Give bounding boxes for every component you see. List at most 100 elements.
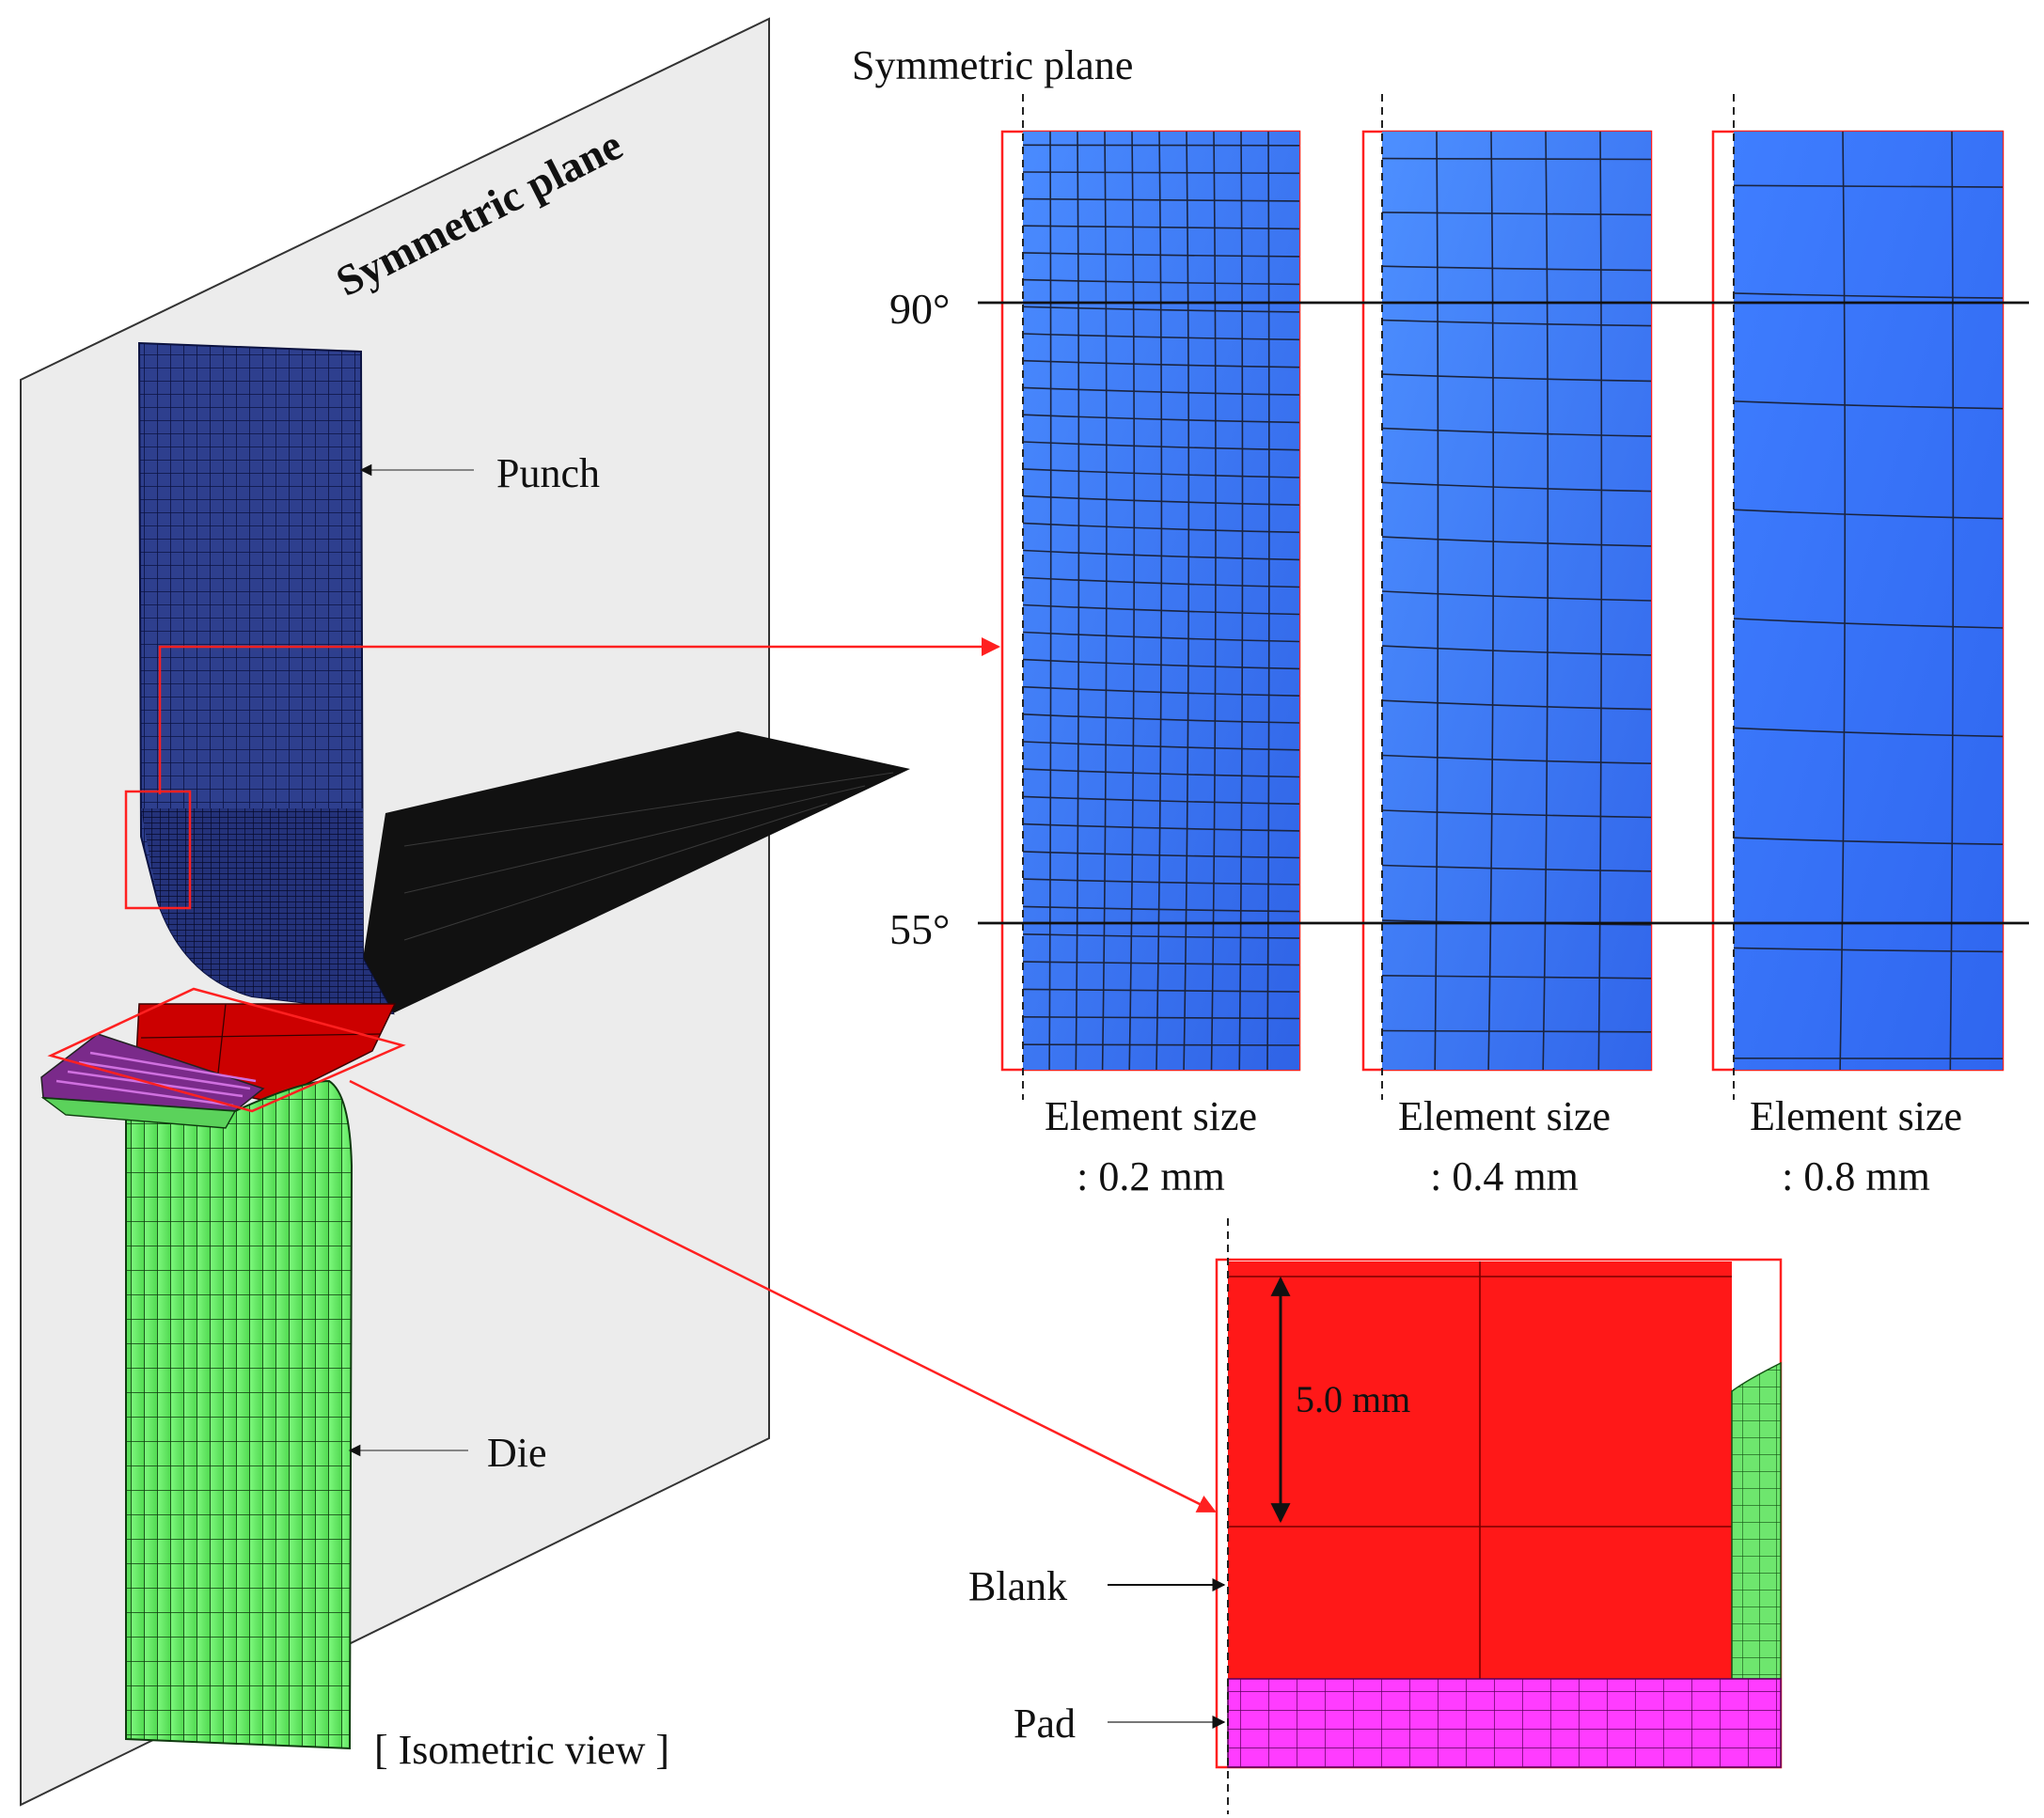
mesh-line	[1023, 741, 1299, 751]
mesh-line	[1382, 265, 1651, 272]
mesh-line	[1238, 132, 1244, 1071]
mesh-line	[1023, 878, 1299, 885]
mesh-lines	[1734, 132, 2003, 1071]
mesh-line	[1023, 1043, 1299, 1046]
mesh-line	[1734, 837, 2003, 845]
mesh-line	[1023, 851, 1299, 859]
mesh-lines	[1382, 132, 1651, 1071]
mesh-line	[1023, 631, 1299, 643]
mesh-panel-0-2mm	[1000, 94, 1301, 1100]
mesh-line	[1023, 576, 1299, 588]
mesh-line	[1023, 685, 1299, 697]
mesh-line	[1839, 132, 1847, 1071]
mesh-line	[1023, 468, 1299, 478]
mesh-line	[1023, 144, 1299, 147]
mesh-line	[1382, 536, 1651, 547]
mesh-line	[1023, 359, 1299, 368]
mesh-line	[1023, 961, 1299, 966]
die-corner-mesh	[1731, 1361, 1782, 1680]
mesh-line	[1382, 864, 1651, 872]
mesh-lines	[1023, 132, 1299, 1071]
mesh-line	[1023, 603, 1299, 616]
blank-detail-box	[47, 987, 406, 1113]
mesh-line	[1382, 373, 1651, 383]
mesh-line	[1023, 988, 1299, 993]
mesh-line	[1023, 658, 1299, 670]
mesh-line	[1382, 754, 1651, 764]
mesh-line	[1023, 225, 1299, 230]
punch-flange-mesh	[403, 772, 894, 941]
mesh-line	[1210, 132, 1217, 1071]
mesh-line	[1023, 1016, 1299, 1020]
mesh-line	[1382, 481, 1651, 493]
mesh-line	[1075, 132, 1080, 1071]
mesh-line	[1023, 252, 1299, 258]
pad-mesh	[1227, 1678, 1782, 1768]
mesh-line	[1382, 645, 1651, 656]
mesh-line	[1023, 522, 1299, 534]
mesh-line	[1023, 414, 1299, 424]
die-top-mesh	[40, 1097, 237, 1129]
mesh-caption-line1: Element size	[1750, 1093, 1962, 1139]
mesh-panel-surface	[1734, 132, 2003, 1070]
mesh-line	[1023, 441, 1299, 451]
mesh-line	[1382, 590, 1651, 602]
mesh-caption-line1: Element size	[1398, 1093, 1611, 1139]
die-label: Die	[487, 1430, 547, 1476]
mesh-line	[1382, 157, 1651, 161]
mesh-line	[1023, 823, 1299, 832]
connector-arrow-mesh-detail	[158, 637, 1000, 794]
blank-detail: 5.0 mm Blank Pad	[968, 1218, 1783, 1814]
mesh-line	[1266, 132, 1270, 1071]
punch-label: Punch	[496, 450, 600, 496]
mesh-line	[1023, 197, 1299, 202]
punch-detail-box	[124, 790, 192, 910]
blank-label: Blank	[968, 1563, 1067, 1609]
mesh-panel-0-4mm	[1361, 94, 1653, 1100]
punch-radius-mesh	[141, 808, 393, 1013]
mesh-line	[1156, 132, 1163, 1071]
dimension-label: 5.0 mm	[1296, 1378, 1410, 1420]
mesh-line	[1734, 184, 2003, 188]
mesh-caption-line2: : 0.8 mm	[1782, 1153, 1930, 1199]
mesh-line	[1734, 292, 2003, 299]
mesh-line	[1128, 132, 1136, 1071]
mesh-line	[1734, 727, 2003, 738]
detail-plane-label: Symmetric plane	[852, 42, 1133, 88]
mesh-line	[1183, 132, 1190, 1071]
mesh-panel-0-8mm	[1711, 94, 2005, 1100]
blank-element-edges	[1228, 1262, 1732, 1679]
angle-55-label: 55°	[889, 905, 950, 953]
mesh-line	[1382, 427, 1651, 437]
mesh-panel-surface	[1382, 132, 1651, 1070]
mesh-line	[1382, 1029, 1651, 1033]
mesh-line	[1382, 319, 1651, 327]
mesh-line	[1734, 947, 2003, 953]
mesh-line	[1597, 132, 1603, 1071]
mesh-line	[1023, 333, 1299, 341]
mesh-line	[1434, 132, 1439, 1071]
mesh-caption-line1: Element size	[1045, 1093, 1257, 1139]
punch-flange	[363, 731, 910, 1013]
mesh-line	[1382, 699, 1651, 711]
mesh-line	[1023, 171, 1299, 175]
mesh-line	[1734, 509, 2003, 520]
pad-label: Pad	[1014, 1700, 1076, 1747]
mesh-line	[1023, 549, 1299, 561]
mesh-line	[1023, 494, 1299, 506]
mesh-line	[1023, 905, 1299, 913]
isometric-view-label: [ Isometric view ]	[374, 1727, 669, 1773]
mesh-line	[1023, 768, 1299, 778]
mesh-detail: Symmetric plane 90° 55° Element si	[852, 42, 2029, 1199]
mesh-line	[1023, 795, 1299, 805]
mesh-line	[1023, 386, 1299, 396]
mesh-caption-line2: : 0.4 mm	[1430, 1153, 1579, 1199]
mesh-line	[1023, 306, 1299, 313]
die-body	[42, 1079, 354, 1750]
mesh-line	[1949, 132, 1955, 1071]
mesh-line	[1048, 132, 1052, 1071]
connector-arrow-blank-detail	[349, 1079, 1217, 1513]
isometric-view: Symmetric plane Punch Die [ Isometric vi…	[20, 17, 1217, 1807]
